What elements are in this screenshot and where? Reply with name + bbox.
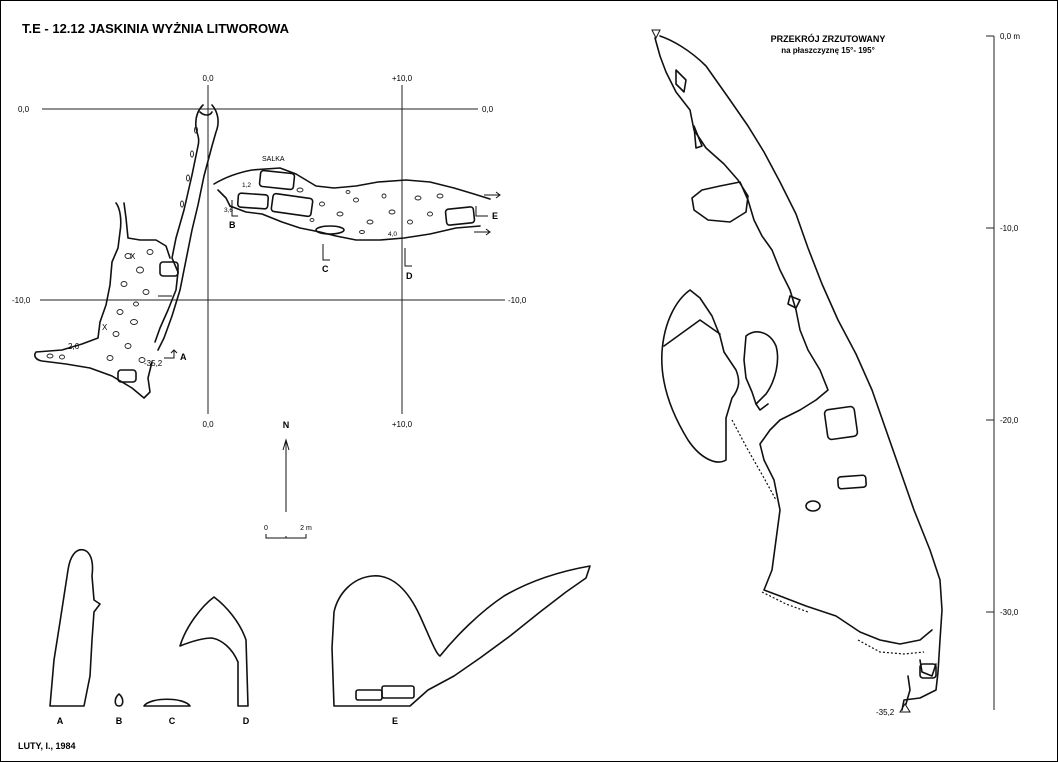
grid-label-right-ym10: -10,0 [508, 296, 527, 305]
scale-end: 2 m [300, 525, 312, 532]
scale-bar: 0 2 m [264, 525, 312, 539]
section-label-c: C [169, 716, 176, 726]
depth-label-5: 4,0 [388, 231, 397, 238]
depth-label-3: 2,6 [68, 342, 80, 351]
svg-text:E: E [492, 211, 498, 221]
section-label-d: D [243, 716, 250, 726]
section-marker-b: B [229, 200, 238, 230]
x-mark-1: X [130, 252, 136, 261]
depth-label-1: 1,2 [242, 182, 251, 189]
section-marker-e: E [475, 206, 498, 221]
grid-label-right-y0: 0,0 [482, 105, 494, 114]
plan-view [34, 104, 501, 399]
depth-tick-20: -20,0 [1000, 416, 1019, 425]
x-mark-2: X [102, 323, 108, 332]
grid-label-top-x0: 0,0 [202, 74, 214, 83]
cross-section-e-shape [331, 565, 591, 707]
svg-text:A: A [180, 352, 187, 362]
depth-tick-10: -10,0 [1000, 224, 1019, 233]
grid-label-top-x10: +10,0 [392, 74, 413, 83]
depth-label-4: -35,2 [144, 359, 163, 368]
north-arrow: N [282, 420, 290, 512]
section-marker-d: D [404, 248, 413, 281]
scale-start: 0 [264, 525, 268, 532]
profile-depth-scale [986, 35, 995, 710]
cross-section-a-shape [49, 548, 101, 707]
depth-tick-0: 0,0 m [1000, 32, 1020, 41]
profile-title-line1: PRZEKRÓJ ZRZUTOWANY [771, 33, 886, 44]
profile-title-line2: na płaszczyznę 15°- 195° [781, 46, 875, 55]
cross-section-b-shape [114, 693, 124, 707]
cross-section-c-shape [143, 698, 191, 707]
north-label: N [283, 420, 290, 430]
section-label-b: B [116, 716, 123, 726]
depth-tick-30: -30,0 [1000, 608, 1019, 617]
profile-view [651, 29, 943, 713]
profile-bottom-depth: -35,2 [876, 708, 895, 717]
section-marker-c: C [322, 244, 330, 274]
map-title: T.E - 12.12 JASKINIA WYŻNIA LITWOROWA [22, 21, 290, 36]
cross-section-d-shape [179, 596, 249, 707]
svg-text:B: B [229, 220, 236, 230]
svg-text:D: D [406, 271, 413, 281]
section-marker-a: A [164, 349, 187, 362]
grid-label-bottom-x10: +10,0 [392, 420, 413, 429]
plan-grid [40, 85, 505, 414]
depth-label-2: 3,6 [224, 207, 233, 214]
svg-text:C: C [322, 264, 329, 274]
salka-label: SALKA [262, 156, 285, 163]
grid-label-bottom-x0: 0,0 [202, 420, 214, 429]
grid-label-left-ym10: -10,0 [12, 296, 31, 305]
section-label-a: A [57, 716, 64, 726]
author-credit: LUTY, I., 1984 [18, 741, 76, 751]
section-label-e: E [392, 716, 398, 726]
grid-label-left-y0: 0,0 [18, 105, 30, 114]
